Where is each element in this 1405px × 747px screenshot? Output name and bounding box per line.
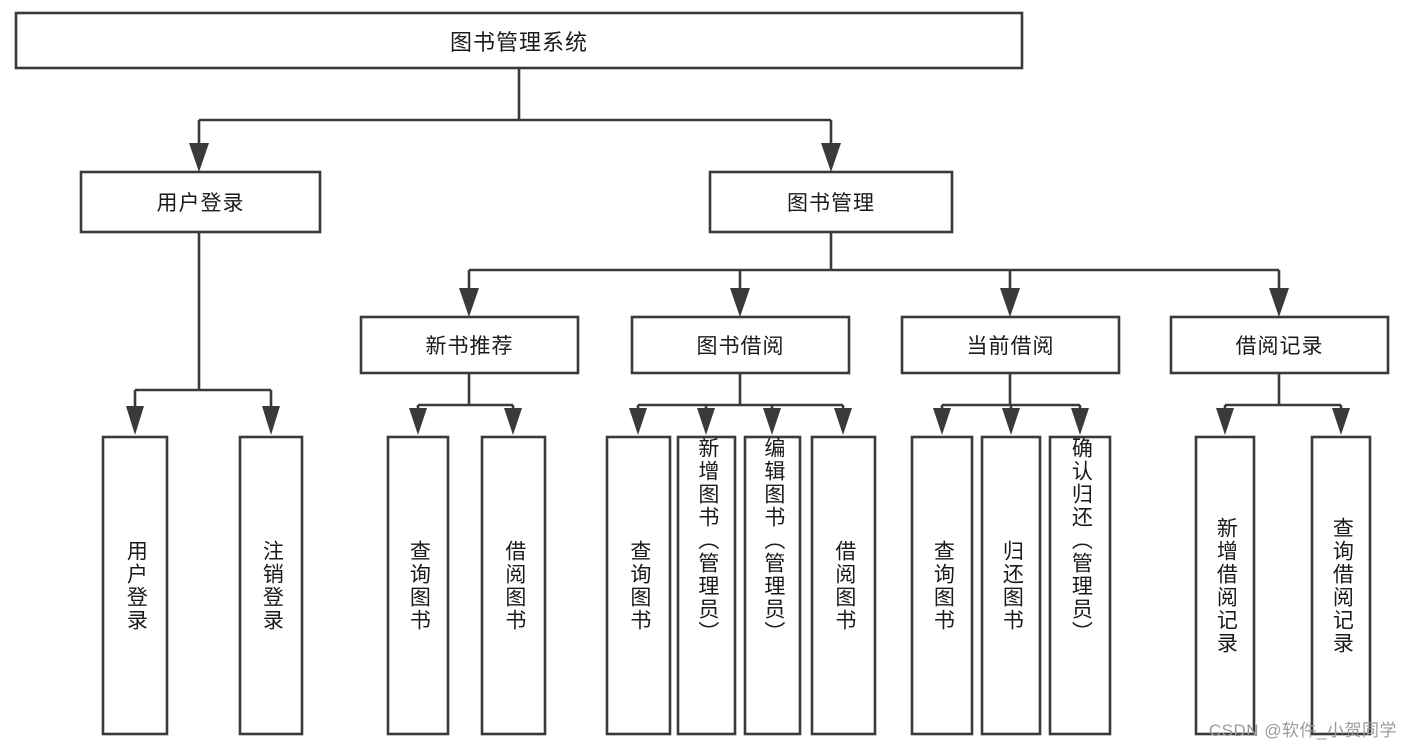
- arrow-head-borrow-1: [629, 408, 647, 435]
- node-box-borrow-record[interactable]: [1169, 315, 1390, 375]
- arrow-head-level3-2: [730, 288, 750, 317]
- arrow-head-level3-1: [459, 288, 479, 317]
- arrow-head-record-2: [1332, 408, 1350, 435]
- leaf-box-user-login[interactable]: [101, 435, 169, 736]
- leaf-box-add-book-admin[interactable]: [676, 435, 737, 736]
- leaf-box-confirm-return-admin[interactable]: [1048, 435, 1112, 736]
- leaf-box-query-borrow-record[interactable]: [1310, 435, 1372, 736]
- arrow-head-current-2: [1002, 408, 1020, 435]
- arrow-head-current-3: [1071, 408, 1089, 435]
- leaf-box-edit-book-admin[interactable]: [743, 435, 802, 736]
- leaf-box-return-book[interactable]: [980, 435, 1042, 736]
- leaf-box-query-book-borrow[interactable]: [605, 435, 672, 736]
- node-box-book-borrow[interactable]: [630, 315, 851, 375]
- arrow-head-userlogin-2: [262, 406, 280, 435]
- arrow-head-level3-3: [1000, 288, 1020, 317]
- leaf-box-borrow-book[interactable]: [810, 435, 877, 736]
- arrow-head-level2-2: [821, 143, 841, 172]
- arrow-head-borrow-3: [763, 408, 781, 435]
- arrow-head-borrow-2: [697, 408, 715, 435]
- node-box-new-book-recommend[interactable]: [359, 315, 580, 375]
- leaf-box-query-book-recommend[interactable]: [386, 435, 450, 736]
- arrow-head-level2-1: [189, 143, 209, 172]
- leaf-box-logout[interactable]: [238, 435, 304, 736]
- arrow-head-recommend-2: [504, 408, 522, 435]
- leaf-box-borrow-book-recommend[interactable]: [480, 435, 547, 736]
- arrow-head-record-1: [1216, 408, 1234, 435]
- node-box-root[interactable]: [14, 11, 1024, 70]
- watermark-text: CSDN @软件_小贺同学: [1208, 721, 1397, 740]
- arrow-head-level3-4: [1269, 288, 1289, 317]
- arrow-head-userlogin-1: [126, 406, 144, 435]
- node-box-current-borrow[interactable]: [900, 315, 1121, 375]
- arrow-head-recommend-1: [409, 408, 427, 435]
- leaf-box-query-book-current[interactable]: [910, 435, 974, 736]
- arrow-head-borrow-4: [834, 408, 852, 435]
- node-box-book-management[interactable]: [708, 170, 954, 234]
- node-box-user-login[interactable]: [79, 170, 322, 234]
- leaf-box-add-borrow-record[interactable]: [1194, 435, 1256, 736]
- arrow-head-current-1: [933, 408, 951, 435]
